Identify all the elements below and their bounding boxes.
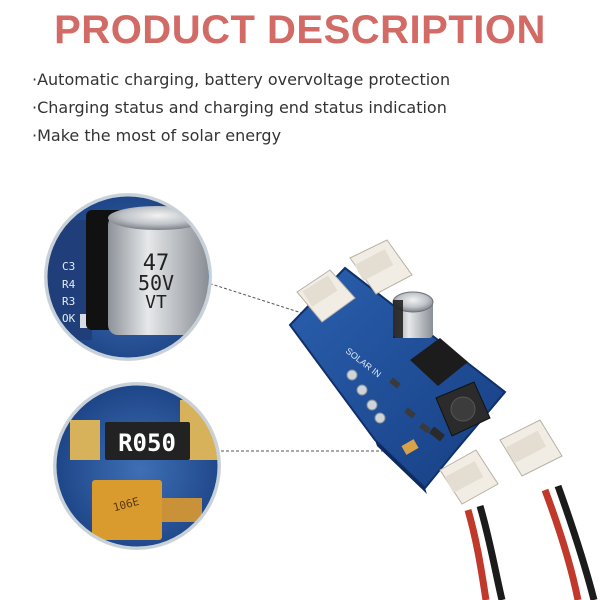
feature-list: ·Automatic charging, battery overvoltage… (32, 66, 450, 150)
pcb-board: SOLAR IN (288, 266, 507, 494)
wires (464, 484, 598, 600)
resistor-marking: R050 (118, 429, 176, 457)
capacitor-marking: 47 (143, 251, 170, 276)
board-connectors (296, 239, 563, 505)
capacitor-marking: VT (145, 292, 167, 313)
silk-label: OK (62, 312, 76, 325)
silk-label: R3 (62, 295, 75, 308)
feature-item: ·Charging status and charging end status… (32, 98, 447, 117)
feature-item: ·Automatic charging, battery overvoltage… (32, 70, 451, 89)
zoom-resistor: R050 106E (53, 382, 221, 550)
capacitor-marking: 50V (138, 271, 174, 295)
page-title: PRODUCT DESCRIPTION (54, 8, 546, 52)
zoom-capacitor: 47 50V VT C3 R4 R3 OK (44, 193, 212, 361)
silk-label: C3 (62, 260, 75, 273)
silk-label: R4 (62, 278, 76, 291)
board-capacitor (392, 291, 434, 338)
feature-item: ·Make the most of solar energy (32, 126, 282, 145)
inductor (435, 381, 491, 437)
